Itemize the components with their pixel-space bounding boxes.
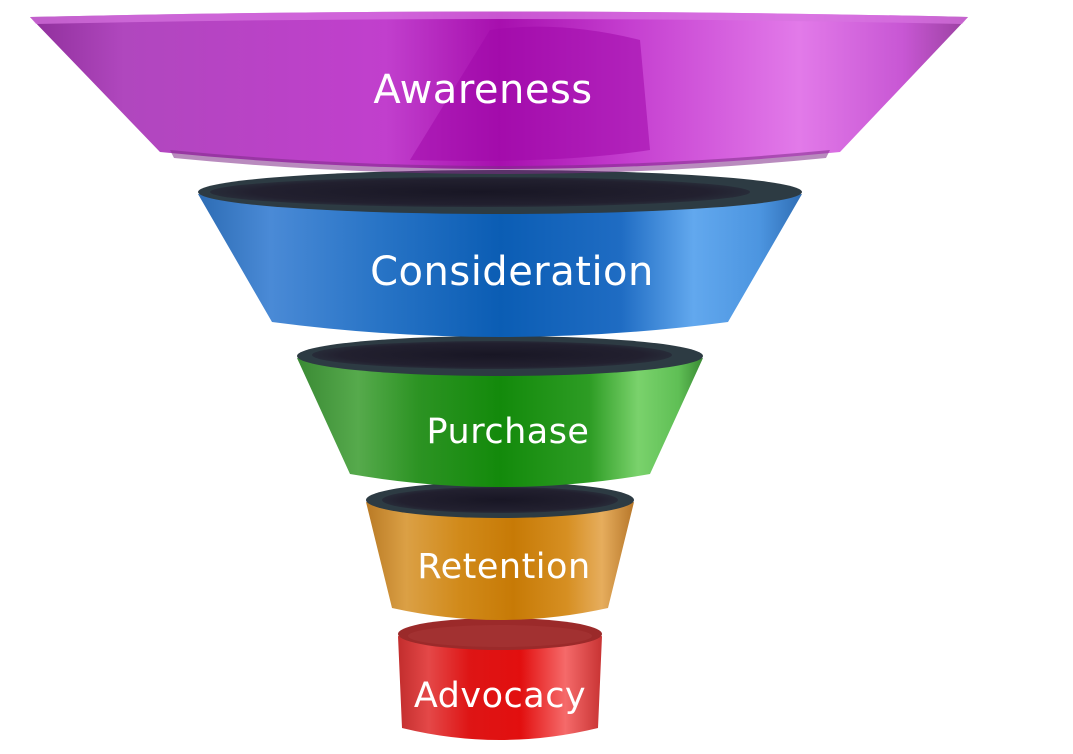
funnel-stage-purchase: Purchase xyxy=(297,336,703,487)
purchase-segment xyxy=(297,358,703,487)
funnel-stage-advocacy: Advocacy xyxy=(398,618,602,740)
advocacy-segment xyxy=(398,636,602,740)
stage-label-awareness: Awareness xyxy=(373,67,592,113)
stage-label-retention: Retention xyxy=(417,547,590,587)
stage-label-consideration: Consideration xyxy=(370,249,654,295)
consideration-segment xyxy=(198,194,802,337)
stage-label-advocacy: Advocacy xyxy=(414,676,586,716)
consideration-opening xyxy=(210,177,750,207)
funnel-stage-consideration: Consideration xyxy=(198,170,802,337)
stage-label-purchase: Purchase xyxy=(427,412,590,452)
purchase-opening xyxy=(312,341,672,369)
funnel-stage-retention: Retention xyxy=(366,482,634,620)
retention-segment xyxy=(366,502,634,620)
retention-opening xyxy=(382,487,618,513)
funnel-stage-awareness: Awareness xyxy=(30,11,968,174)
